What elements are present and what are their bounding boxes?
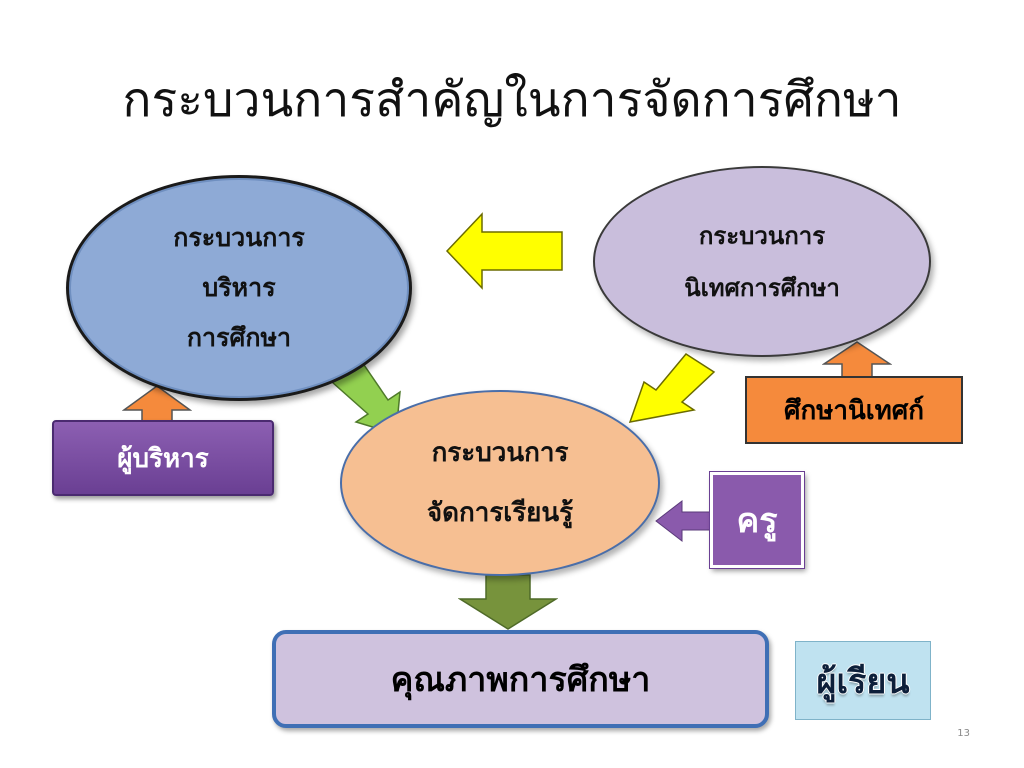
teacher-box: ครู <box>709 471 805 569</box>
supervisor-label: ศึกษานิเทศก์ <box>783 395 925 426</box>
admin-process-oval: กระบวนการ บริหาร การศึกษา <box>66 175 412 401</box>
administrator-box: ผู้บริหาร <box>52 420 274 496</box>
arrow-learning-to-quality <box>458 574 558 630</box>
admin-process-label: กระบวนการ บริหาร การศึกษา <box>173 213 305 363</box>
supervision-process-line-2: นิเทศการศึกษา <box>684 273 840 302</box>
learning-process-oval: กระบวนการ จัดการเรียนรู้ <box>340 390 660 576</box>
admin-process-line-2: บริหาร <box>202 273 276 302</box>
arrow-supervision-to-learning <box>628 353 716 423</box>
learning-process-label: กระบวนการ จัดการเรียนรู้ <box>427 423 573 543</box>
learning-process-line-1: กระบวนการ <box>431 438 569 468</box>
admin-process-line-3: การศึกษา <box>186 323 292 352</box>
teacher-label: ครู <box>736 501 778 541</box>
arrow-supervision-to-admin <box>445 212 563 290</box>
supervision-process-oval: กระบวนการ นิเทศการศึกษา <box>593 166 931 357</box>
admin-process-line-1: กระบวนการ <box>173 223 305 252</box>
student-label: ผู้เรียน <box>816 661 910 702</box>
supervisor-box: ศึกษานิเทศก์ <box>745 376 963 444</box>
administrator-label: ผู้บริหาร <box>117 443 209 474</box>
education-quality-box: คุณภาพการศึกษา <box>272 630 769 728</box>
slide-title: กระบวนการสำคัญในการจัดการศึกษา <box>122 72 902 128</box>
student-box: ผู้เรียน <box>795 641 931 720</box>
supervision-process-line-1: กระบวนการ <box>698 221 826 250</box>
education-quality-label: คุณภาพการศึกษา <box>390 660 651 700</box>
arrow-teacher-to-learning <box>655 499 717 543</box>
page-number: 13 <box>957 728 970 739</box>
supervision-process-label: กระบวนการ นิเทศการศึกษา <box>684 210 840 314</box>
learning-process-line-2: จัดการเรียนรู้ <box>426 498 574 528</box>
